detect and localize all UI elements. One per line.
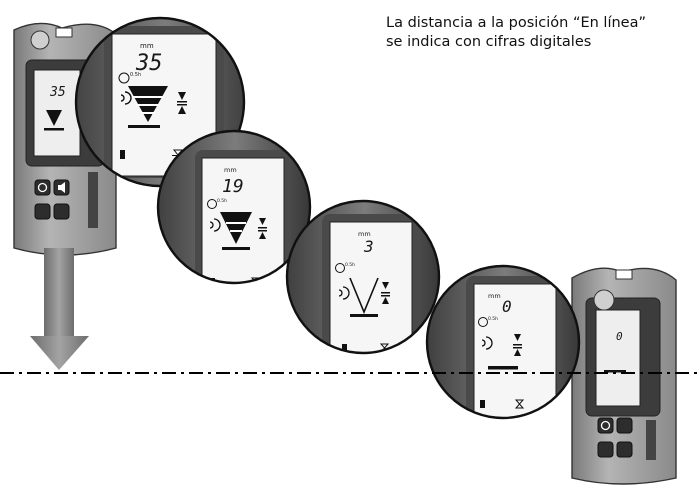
unit-label: mm	[140, 42, 154, 50]
volume-icon	[58, 182, 65, 193]
unit-button	[53, 203, 70, 220]
svg-text:0.5h: 0.5h	[217, 198, 227, 204]
distance-reading: 19	[222, 176, 244, 197]
distance-reading: 3	[363, 237, 374, 256]
receiver-right: 0	[571, 267, 677, 485]
mode-button	[34, 203, 51, 220]
receiver-right-reading: 0	[616, 330, 623, 343]
svg-text:mm: mm	[488, 292, 501, 300]
power-icon	[37, 182, 48, 193]
zoom-view-4: mm 0 0.5h	[425, 264, 581, 420]
caption-line-1: La distancia a la posición “En línea”	[386, 15, 647, 31]
distance-reading: 35	[135, 51, 163, 76]
zoom-view-2: mm 19 0.5h	[156, 129, 312, 285]
svg-text:0.5h: 0.5h	[345, 262, 355, 268]
svg-text:mm: mm	[224, 166, 237, 174]
svg-text:mm: mm	[358, 230, 371, 238]
zoom-view-3: mm 3 0.5h	[285, 199, 441, 355]
caption: La distancia a la posición “En línea” se…	[386, 14, 696, 52]
timer-label: 0.5h	[130, 72, 141, 78]
arrow-down-icon	[30, 248, 89, 370]
receiver-left-reading: 35	[49, 85, 66, 100]
receiver-left-top-marker	[55, 27, 73, 38]
receiver-left-sensor	[30, 30, 50, 50]
speaker-icon	[120, 91, 132, 105]
caption-line-2: se indica con cifras digitales	[386, 34, 592, 50]
battery-icon	[120, 150, 125, 159]
svg-text:0.5h: 0.5h	[488, 316, 498, 322]
distance-reading: 0	[502, 297, 512, 316]
power-button	[34, 179, 51, 196]
timer-icon	[118, 72, 130, 84]
